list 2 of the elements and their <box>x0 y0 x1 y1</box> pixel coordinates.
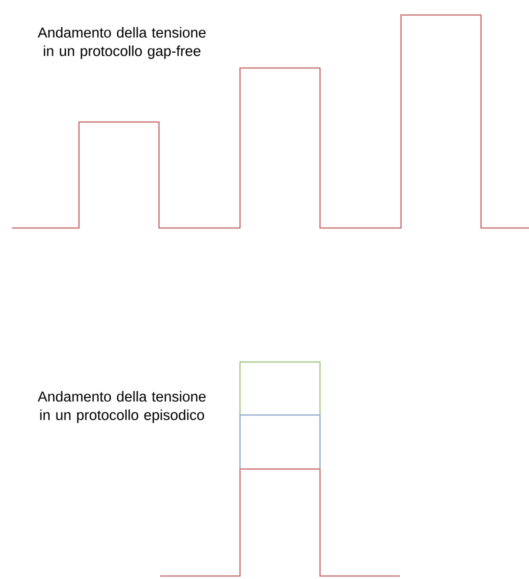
heading-text: Andamento della tensione in un protocollo episodico <box>38 391 206 423</box>
heading-text: Andamento della tensione in un protocollo gap-free <box>38 27 206 59</box>
